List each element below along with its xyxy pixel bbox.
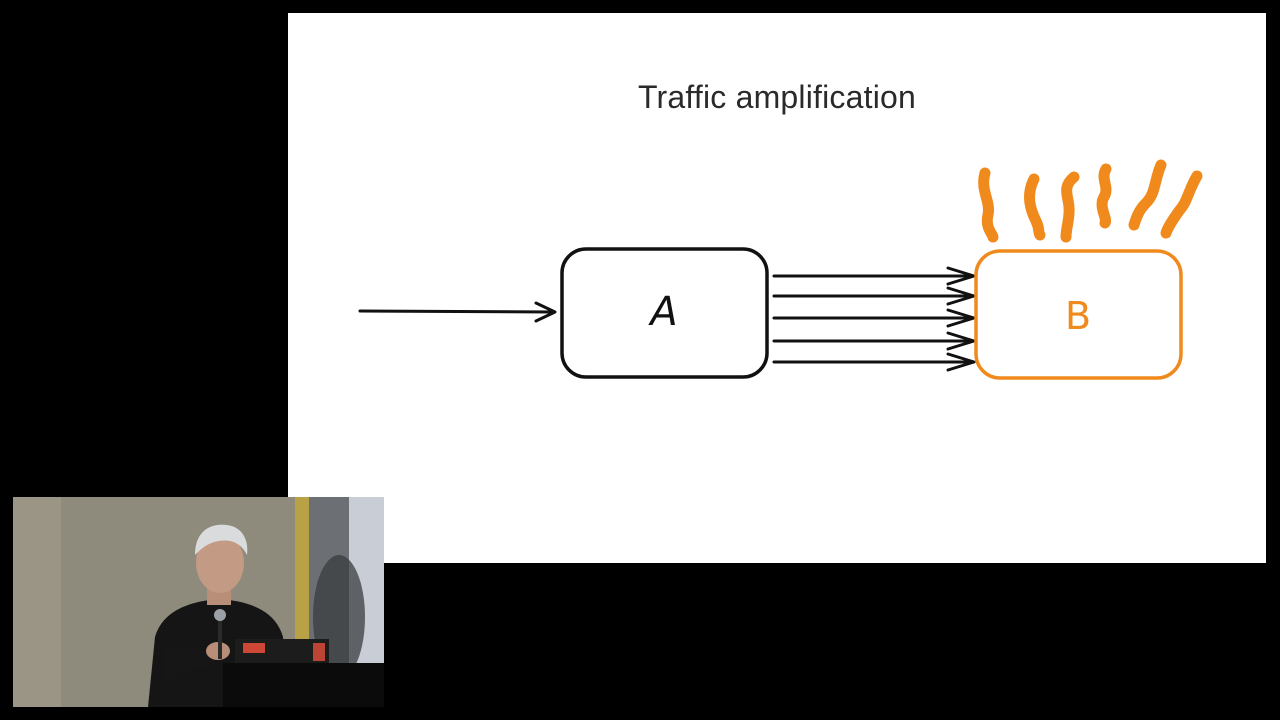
speaker-scene (13, 497, 384, 707)
heat-wave-icon (978, 159, 1203, 243)
slide-title: Traffic amplification (637, 79, 917, 115)
node-a-label: A (647, 289, 677, 335)
incoming-arrow (358, 301, 557, 323)
node-b: B (974, 249, 1183, 380)
speaker-camera-feed (13, 497, 384, 707)
node-b-label: B (1065, 294, 1091, 338)
node-a: A (560, 247, 769, 379)
traffic-diagram: A B (358, 159, 1203, 380)
amplified-arrows (772, 266, 976, 372)
presentation-slide: Traffic amplification A (288, 13, 1266, 563)
